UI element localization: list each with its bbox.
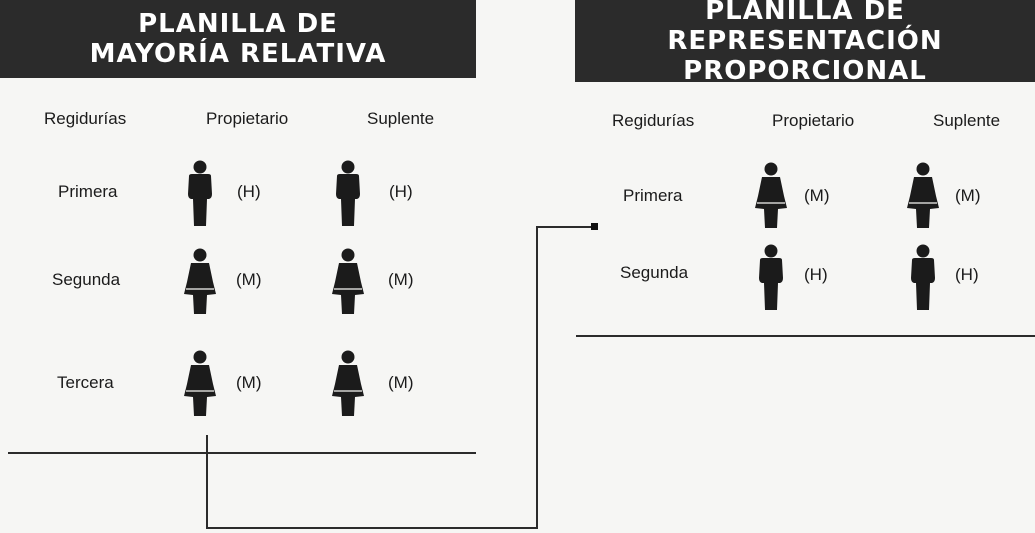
left-row-label-segunda: Segunda: [52, 270, 121, 289]
right-segunda-suplente-gender: (H): [955, 265, 979, 284]
left-header-regidurias: Regidurías: [44, 109, 127, 128]
man-icon: [330, 160, 366, 226]
connector-horizontal-top: [536, 226, 594, 228]
connector-endpoint: [591, 223, 598, 230]
right-header-regidurias: Regidurías: [612, 111, 695, 130]
woman-icon: [182, 248, 218, 314]
left-row-label-primera: Primera: [58, 182, 118, 201]
man-icon: [182, 160, 218, 226]
connector-vertical-right: [536, 226, 538, 529]
woman-icon: [330, 350, 366, 416]
left-tercera-suplente-gender: (M): [388, 373, 414, 392]
left-panel-divider: [8, 452, 476, 454]
left-title-line2: MAYORÍA RELATIVA: [89, 39, 387, 69]
left-primera-propietario-gender: (H): [237, 182, 261, 201]
right-title-line2: PROPORCIONAL: [683, 56, 927, 86]
right-row-label-primera: Primera: [623, 186, 683, 205]
man-icon: [905, 244, 941, 310]
left-header-suplente: Suplente: [367, 109, 435, 128]
left-panel-title: PLANILLA DE MAYORÍA RELATIVA: [0, 0, 476, 78]
right-panel-divider: [576, 335, 1035, 337]
left-tercera-propietario-gender: (M): [236, 373, 262, 392]
woman-icon: [330, 248, 366, 314]
woman-icon: [905, 162, 941, 228]
connector-vertical-left: [206, 435, 208, 529]
left-primera-suplente-gender: (H): [389, 182, 413, 201]
left-segunda-suplente-gender: (M): [388, 270, 414, 289]
left-row-label-tercera: Tercera: [57, 373, 114, 392]
right-header-suplente: Suplente: [933, 111, 1001, 130]
right-row-label-segunda: Segunda: [620, 263, 689, 282]
left-segunda-propietario-gender: (M): [236, 270, 262, 289]
right-segunda-propietario-gender: (H): [804, 265, 828, 284]
connector-horizontal-bottom: [206, 527, 538, 529]
man-icon: [753, 244, 789, 310]
right-title-line1: PLANILLA DE REPRESENTACIÓN: [667, 0, 943, 56]
right-panel-title: PLANILLA DE REPRESENTACIÓN PROPORCIONAL: [575, 0, 1035, 86]
woman-icon: [182, 350, 218, 416]
woman-icon: [753, 162, 789, 228]
right-primera-propietario-gender: (M): [804, 186, 830, 205]
right-primera-suplente-gender: (M): [955, 186, 981, 205]
right-header-propietario: Propietario: [772, 111, 855, 130]
left-title-line1: PLANILLA DE: [138, 9, 338, 39]
left-header-propietario: Propietario: [206, 109, 289, 128]
